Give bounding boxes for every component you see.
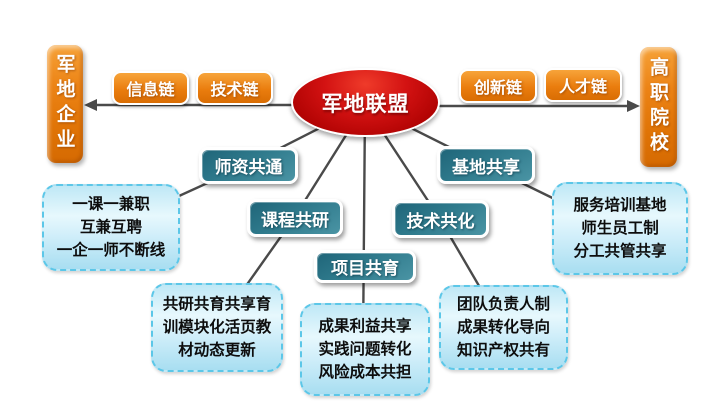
mechanism-box-teachers: 师资共通 <box>199 147 298 184</box>
chain-box-technology: 技术链 <box>196 71 273 105</box>
arrowhead-right-icon <box>627 100 640 112</box>
detail-line: 师生员工制 <box>581 218 659 237</box>
chain-box-innovation: 创新链 <box>459 69 537 103</box>
detail-box-1: 一课一兼职 互兼互聘 一企一师不断线 <box>42 184 180 271</box>
chain-label: 人才链 <box>558 77 607 96</box>
detail-line: 一企一师不断线 <box>56 241 166 260</box>
center-node: 军地联盟 <box>291 68 440 137</box>
mechanism-label: 师资共通 <box>214 158 283 178</box>
mechanism-label: 项目共育 <box>331 259 399 279</box>
mechanism-box-bases: 基地共享 <box>437 146 535 184</box>
detail-line: 实践问题转化 <box>318 339 412 358</box>
detail-line: 共研共育共享育 <box>162 294 272 313</box>
chain-label: 创新链 <box>473 78 522 97</box>
mechanism-box-courses: 课程共研 <box>247 199 343 237</box>
arrowhead-left-icon <box>84 99 97 111</box>
chain-box-talent: 人才链 <box>544 68 622 102</box>
right-entity-label: 高职院校 <box>647 57 669 157</box>
left-entity-node: 军地企业 <box>47 45 83 163</box>
detail-line: 互兼互聘 <box>79 217 142 236</box>
mechanism-label: 基地共享 <box>452 157 520 178</box>
detail-line: 训模块化活页教 <box>162 317 272 336</box>
center-node-label: 军地联盟 <box>321 91 410 116</box>
detail-line: 知识产权共有 <box>456 341 550 360</box>
detail-line: 成果利益共享 <box>318 316 412 335</box>
detail-line: 材动态更新 <box>178 341 256 360</box>
left-entity-label: 军地企业 <box>53 54 76 154</box>
detail-line: 成果转化导向 <box>456 317 550 336</box>
mechanism-box-projects: 项目共育 <box>314 250 416 283</box>
detail-line: 服务培训基地 <box>573 195 667 214</box>
mechanism-label: 技术共化 <box>406 211 475 232</box>
detail-box-3: 成果利益共享 实践问题转化 风险成本共担 <box>300 303 430 396</box>
detail-box-4: 团队负责人制 成果转化导向 知识产权共有 <box>439 285 568 370</box>
detail-box-5: 服务培训基地 师生员工制 分工共管共享 <box>552 182 688 275</box>
right-entity-node: 高职院校 <box>640 47 677 167</box>
mechanism-box-technology: 技术共化 <box>392 200 489 238</box>
chain-box-information: 信息链 <box>112 71 189 105</box>
mechanism-label: 课程共研 <box>261 210 329 231</box>
detail-line: 风险成本共担 <box>318 363 412 382</box>
detail-line: 分工共管共享 <box>573 242 667 261</box>
detail-box-2: 共研共育共享育 训模块化活页教 材动态更新 <box>151 283 283 372</box>
chain-label: 技术链 <box>210 80 259 99</box>
detail-line: 一课一兼职 <box>72 194 150 213</box>
chain-label: 信息链 <box>126 80 175 99</box>
detail-line: 团队负责人制 <box>456 294 550 313</box>
